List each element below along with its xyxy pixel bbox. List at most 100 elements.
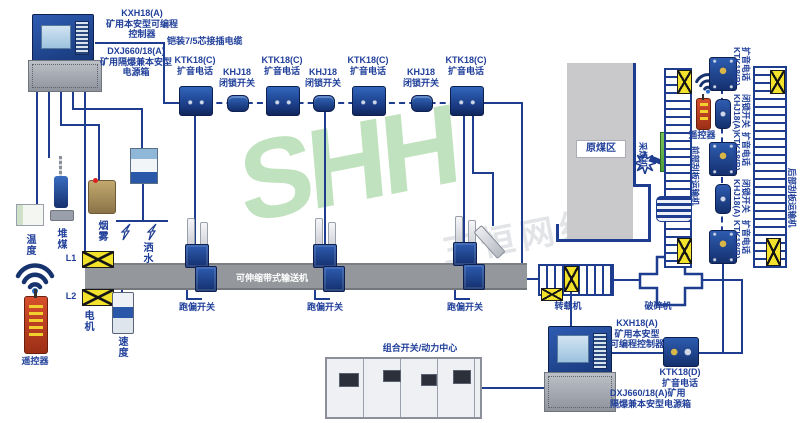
conveyor-belt xyxy=(85,263,527,290)
cable-segment xyxy=(72,88,74,110)
interlock-switch-3 xyxy=(411,95,433,112)
deviation-switch-label: 跑偏开关 xyxy=(178,302,215,312)
cable-segment xyxy=(570,292,572,328)
power-box-panel xyxy=(548,376,612,408)
face-phone-label: 扩音电话 xyxy=(741,132,751,167)
cable-segment xyxy=(324,111,326,246)
cable-segment xyxy=(60,88,62,126)
controller-unit-2 xyxy=(548,326,612,376)
power-box-1-label: DXJ660/18(A) 矿用隔爆兼本安型 电源箱 xyxy=(99,46,172,78)
cable-label: 铠装7/5芯接插电缆 xyxy=(167,36,243,46)
face-phone-2 xyxy=(709,142,737,176)
front-scraper-conveyor xyxy=(664,68,692,268)
crusher-label: 破碎机 xyxy=(644,301,672,311)
loudspeaker-phone-3 xyxy=(352,86,386,116)
spray-nozzle-icon xyxy=(120,223,131,241)
spray-nozzle-icon xyxy=(146,223,157,241)
combo-switch-cabinet xyxy=(325,357,482,419)
combo-switch-label: 组合开关/动力中心 xyxy=(382,343,458,353)
spray-label: 洒水 xyxy=(141,242,152,264)
coal-pile-label: 堆煤 xyxy=(55,228,66,250)
phone-c-label: KTK18(C) 扩音电话 xyxy=(347,55,389,76)
cabinet-display xyxy=(383,370,401,382)
spray-valve xyxy=(130,148,158,184)
roadway-boundary xyxy=(633,184,651,187)
cable-segment xyxy=(36,88,38,206)
cable-segment xyxy=(454,280,456,300)
interlock-switch-1 xyxy=(227,95,249,112)
remote-buttons xyxy=(29,305,43,339)
power-box-2-label: DXJ660/18(A)矿用 隔爆兼本安型电源箱 xyxy=(610,388,692,409)
speed-label: 速度 xyxy=(116,336,127,358)
temperature-label: 温度 xyxy=(24,234,35,256)
interlock-switch-label: KHJ18 闭锁开关 xyxy=(304,67,341,88)
smoke-label: 烟雾 xyxy=(96,220,107,242)
face-interlock-1 xyxy=(715,99,731,129)
cable-segment xyxy=(186,282,188,300)
deviation-switch-lower-1 xyxy=(195,266,217,292)
hazard-crossbox xyxy=(677,238,692,264)
spray-pipe xyxy=(116,220,168,222)
interlock-switch-label: KHJ18 闭锁开关 xyxy=(402,67,439,88)
remote-antenna xyxy=(702,94,704,100)
hazard-crossbox xyxy=(766,238,781,266)
sensor-chain xyxy=(59,156,62,178)
cable-segment xyxy=(72,108,143,110)
deviation-switch-upper-2 xyxy=(313,244,337,268)
l1-label: L1 xyxy=(65,253,77,263)
controller-screen xyxy=(41,25,71,49)
cable-segment xyxy=(314,298,330,300)
face-phone-1 xyxy=(709,57,737,91)
sensor-led xyxy=(93,178,98,183)
loudspeaker-phone-1 xyxy=(179,86,213,116)
cable-segment xyxy=(60,124,100,126)
controller-buttons xyxy=(75,21,89,55)
cable-segment xyxy=(454,298,470,300)
cabinet-display xyxy=(421,374,437,386)
tension-coil xyxy=(656,196,692,222)
motor-crossbox-l1 xyxy=(82,251,114,268)
cable-segment xyxy=(141,108,143,150)
phone-d-label: KTK18(D) 扩音电话 xyxy=(659,367,701,388)
motor-label: 电机 xyxy=(82,310,93,332)
face-interlock-label: 闭锁开关 xyxy=(741,179,751,214)
phone-c-label: KTK18(C) 扩音电话 xyxy=(174,55,216,76)
controller-2-label: KXH18(A) 矿用本安型 可编程控制器 xyxy=(609,318,664,350)
cable-segment xyxy=(95,42,165,44)
cable-segment xyxy=(610,279,640,281)
cable-segment xyxy=(142,182,144,222)
coal-pile-sensor xyxy=(50,156,74,224)
crusher xyxy=(638,255,704,307)
cabinet-display xyxy=(339,373,359,387)
cable-segment xyxy=(527,278,538,280)
deviation-switch-upper-1 xyxy=(185,244,209,268)
controller-screen xyxy=(557,335,589,363)
face-interlock-label: 闭锁开关 xyxy=(741,94,751,129)
cable-segment xyxy=(186,298,202,300)
controller-unit-1 xyxy=(32,14,94,62)
controller-buttons xyxy=(593,333,607,369)
interlock-switch-label: KHJ18 闭锁开关 xyxy=(218,67,255,88)
deviation-switch-lower-3 xyxy=(463,264,485,290)
face-phone-label: 扩音电话 xyxy=(741,47,751,82)
roadway-boundary xyxy=(556,239,651,242)
smoke-sensor xyxy=(88,178,116,214)
phone-c-label: KTK18(C) 扩音电话 xyxy=(261,55,303,76)
face-phone-3 xyxy=(709,230,737,264)
cable-segment xyxy=(521,102,523,265)
remote-control-1 xyxy=(24,289,48,354)
cable-segment xyxy=(722,262,724,354)
face-interlock-2 xyxy=(715,184,731,214)
hazard-crossbox xyxy=(541,288,563,301)
power-box-1 xyxy=(28,60,102,92)
face-phone-label: 扩音电话 xyxy=(741,220,751,255)
cable-segment xyxy=(84,88,86,252)
cable-segment xyxy=(741,279,743,354)
power-box-panel xyxy=(32,64,98,88)
cable-segment xyxy=(121,286,123,294)
cable-segment xyxy=(98,124,100,182)
cable-segment xyxy=(48,88,50,158)
roadway-boundary xyxy=(633,63,636,187)
cable-segment xyxy=(697,352,743,354)
cable-segment xyxy=(463,114,465,244)
